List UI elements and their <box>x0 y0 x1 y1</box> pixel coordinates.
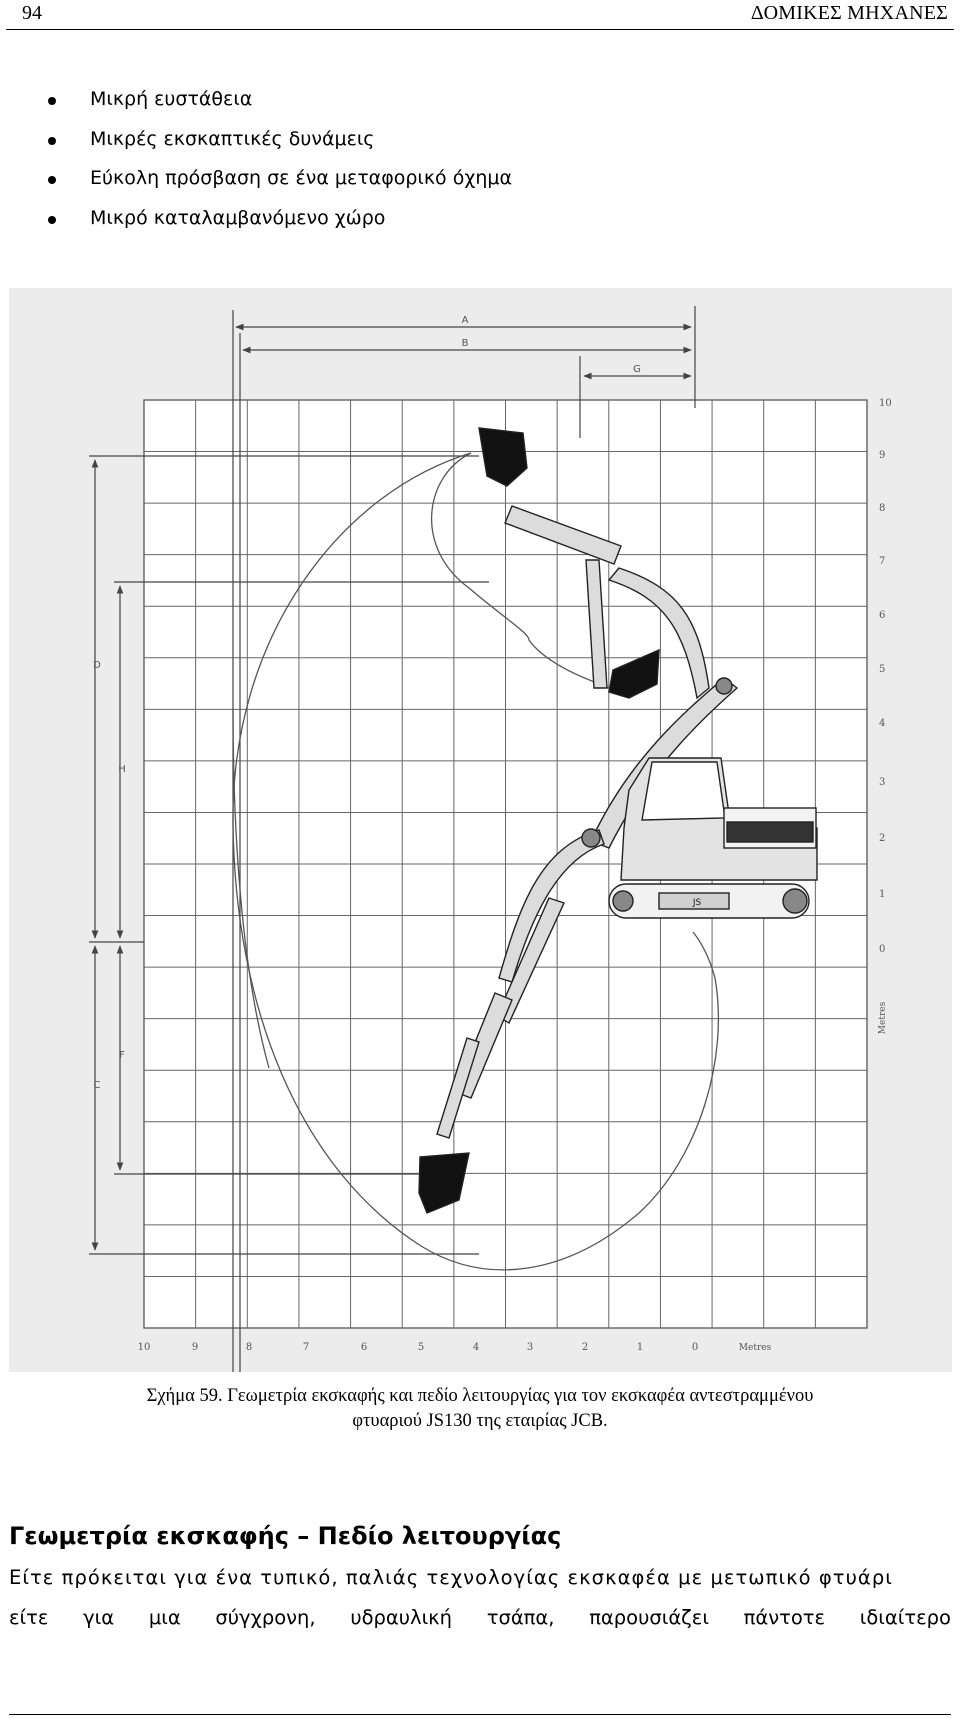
caption-line: φτυαριού JS130 της εταιρίας JCB. <box>352 1411 608 1431</box>
dim-label-a: A <box>462 315 469 326</box>
bottom-axis-tick: 7 <box>303 1342 309 1353</box>
right-axis-unit: Metres <box>878 1001 888 1034</box>
figure-caption: Σχήμα 59. Γεωμετρία εκσκαφής και πεδίο λ… <box>0 1384 960 1434</box>
word: είτε <box>9 1606 49 1629</box>
word: σύγχρονη, <box>215 1606 316 1629</box>
header-rule <box>6 29 954 30</box>
bottom-axis-tick: 4 <box>473 1342 479 1353</box>
footer-rule <box>9 1714 951 1715</box>
page-number: 94 <box>22 2 42 24</box>
caption-line: Σχήμα 59. Γεωμετρία εκσκαφής και πεδίο λ… <box>146 1386 814 1406</box>
bottom-axis-tick: 10 <box>138 1342 151 1353</box>
bullet-item: Μικρό καταλαμβανόμενο χώρο <box>40 199 512 239</box>
excavator-diagram-figure: A B G D H C F 10 9 8 7 6 5 4 3 2 1 0 Met… <box>9 288 952 1372</box>
bullet-text: Μικρή ευστάθεια <box>90 88 253 110</box>
bullet-text: Μικρό καταλαμβανόμενο χώρο <box>90 206 386 229</box>
bottom-axis-unit: Metres <box>739 1343 772 1353</box>
word: υδραυλική <box>350 1606 453 1629</box>
word: μια <box>148 1606 181 1629</box>
right-axis-tick: 7 <box>879 556 885 567</box>
right-axis-tick: 0 <box>879 944 885 955</box>
dimension-lines <box>89 306 696 1372</box>
right-axis-tick: 8 <box>879 503 885 514</box>
bottom-axis-tick: 3 <box>527 1342 533 1353</box>
bottom-axis-tick: 9 <box>192 1342 198 1353</box>
dim-label-h: H <box>118 764 126 775</box>
bullet-list: Μικρή ευστάθεια Μικρές εκσκαπτικές δυνάμ… <box>40 80 512 238</box>
paragraph-line-justified: είτε για μια σύγχρονη, υδραυλική τσάπα, … <box>9 1606 951 1629</box>
excavator-body: JS <box>608 757 818 919</box>
right-axis-tick: 4 <box>879 718 885 729</box>
bullet-text: Μικρές εκσκαπτικές δυνάμεις <box>90 127 375 150</box>
word: παρουσιάζει <box>589 1606 709 1629</box>
bottom-axis-tick: 0 <box>692 1342 698 1353</box>
word: ιδιαίτερο <box>859 1606 951 1629</box>
paragraph-line: Είτε πρόκειται για ένα τυπικό, παλιάς τε… <box>9 1566 893 1589</box>
right-axis-tick: 5 <box>879 664 885 675</box>
bullet-text: Εύκολη πρόσβαση σε ένα μεταφορικό όχημα <box>90 167 512 189</box>
working-envelope <box>232 452 720 1271</box>
right-axis-tick: 9 <box>879 450 885 461</box>
bullet-item: Μικρές εκσκαπτικές δυνάμεις <box>40 120 512 160</box>
right-axis-tick: 2 <box>879 833 885 844</box>
excavator-lowered-arm <box>418 828 605 1214</box>
bottom-axis: 10 9 8 7 6 5 4 3 2 1 0 Metres <box>138 1342 772 1353</box>
dim-label-d: D <box>93 660 101 671</box>
bullet-item: Μικρή ευστάθεια <box>40 80 512 120</box>
dimension-labels: A B G D H C F <box>93 315 641 1091</box>
running-header-title: ΔΟΜΙΚΕΣ ΜΗΧΑΝΕΣ <box>750 2 948 24</box>
bullet-dot-icon <box>48 215 56 224</box>
bullet-dot-icon <box>48 136 56 145</box>
bottom-axis-tick: 6 <box>361 1342 367 1353</box>
dim-label-c: C <box>94 1080 101 1091</box>
right-axis-tick: 6 <box>879 610 885 621</box>
excavator-diagram: A B G D H C F 10 9 8 7 6 5 4 3 2 1 0 Met… <box>89 306 892 1372</box>
bottom-axis-tick: 5 <box>418 1342 424 1353</box>
bottom-axis-tick: 2 <box>582 1342 588 1353</box>
section-heading: Γεωμετρία εκσκαφής – Πεδίο λειτουργίας <box>9 1522 562 1550</box>
word: τσάπα, <box>486 1606 555 1629</box>
bullet-dot-icon <box>48 176 56 184</box>
machine-badge: JS <box>692 898 702 908</box>
right-axis-tick: 3 <box>879 777 885 788</box>
dim-label-g: G <box>633 364 641 375</box>
dim-label-f: F <box>119 1050 125 1061</box>
bullet-item: Εύκολη πρόσβαση σε ένα μεταφορικό όχημα <box>40 159 512 199</box>
right-axis-tick: 10 <box>879 398 892 409</box>
bottom-axis-tick: 1 <box>637 1342 643 1353</box>
word: για <box>83 1606 115 1629</box>
bottom-axis-tick: 8 <box>246 1342 252 1353</box>
right-axis-tick: 1 <box>879 889 885 900</box>
right-axis: 10 9 8 7 6 5 4 3 2 1 0 Metres <box>878 398 892 1034</box>
bullet-dot-icon <box>48 97 56 105</box>
word: πάντοτε <box>743 1606 826 1629</box>
dim-label-b: B <box>462 338 469 349</box>
